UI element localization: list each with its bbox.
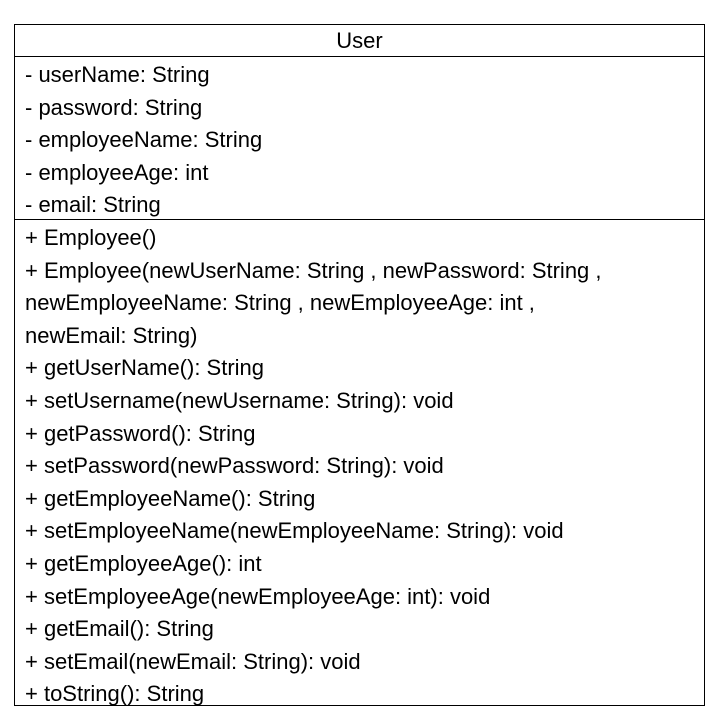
method-row: + getUserName(): String: [25, 355, 265, 381]
method-row: + setEmail(newEmail: String): void: [25, 648, 361, 674]
methods-section: + Employee() + Employee(newUserName: Str…: [15, 220, 704, 711]
method-row: + toString(): String: [25, 681, 205, 707]
method-row: newEmail: String): [25, 322, 198, 348]
method-row: + getEmployeeAge(): int: [25, 550, 262, 576]
method-row: + setEmployeeName(newEmployeeName: Strin…: [25, 518, 564, 544]
method-row: + setEmployeeAge(newEmployeeAge: int): v…: [25, 583, 491, 609]
attribute-row: - email: String: [25, 192, 161, 218]
method-row: + setPassword(newPassword: String): void: [25, 453, 444, 479]
method-row: newEmployeeName: String , newEmployeeAge…: [25, 290, 535, 316]
class-name: User: [15, 25, 704, 57]
uml-class-box: User - userName: String - password: Stri…: [14, 24, 705, 706]
method-row: + Employee(): [25, 225, 157, 250]
method-row: + getPassword(): String: [25, 420, 256, 446]
attribute-row: - userName: String: [25, 62, 210, 87]
attributes-section: - userName: String - password: String - …: [15, 57, 704, 220]
method-row: + Employee(newUserName: String , newPass…: [25, 257, 602, 283]
method-row: + setUsername(newUsername: String): void: [25, 387, 454, 413]
attribute-row: - employeeName: String: [25, 127, 263, 153]
attribute-row: - password: String: [25, 94, 203, 120]
attribute-row: - employeeAge: int: [25, 159, 209, 185]
method-row: + getEmployeeName(): String: [25, 485, 316, 511]
method-row: + getEmail(): String: [25, 616, 214, 642]
